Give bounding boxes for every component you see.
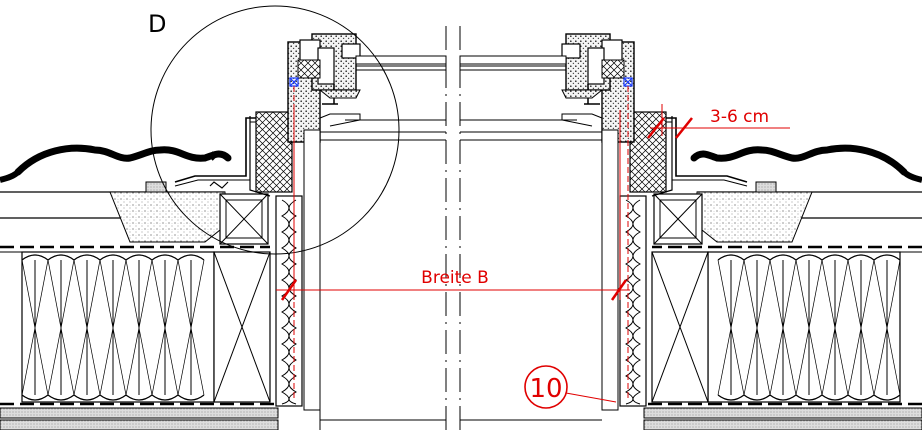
detail-circle-d	[150, 5, 400, 255]
roof-left	[0, 117, 290, 430]
callout-label: 10	[529, 374, 562, 404]
detail-label: D	[148, 10, 166, 38]
window-frame-left	[249, 33, 447, 430]
break-lines	[445, 26, 461, 430]
dimension-gap: 3-6 cm	[647, 104, 790, 139]
dimension-gap-label: 3-6 cm	[710, 107, 769, 127]
roof-right	[459, 33, 922, 430]
dimension-width: Breite B	[276, 110, 630, 301]
callout-10: 10	[524, 365, 617, 409]
dimension-width-label: Breite B	[421, 268, 489, 288]
